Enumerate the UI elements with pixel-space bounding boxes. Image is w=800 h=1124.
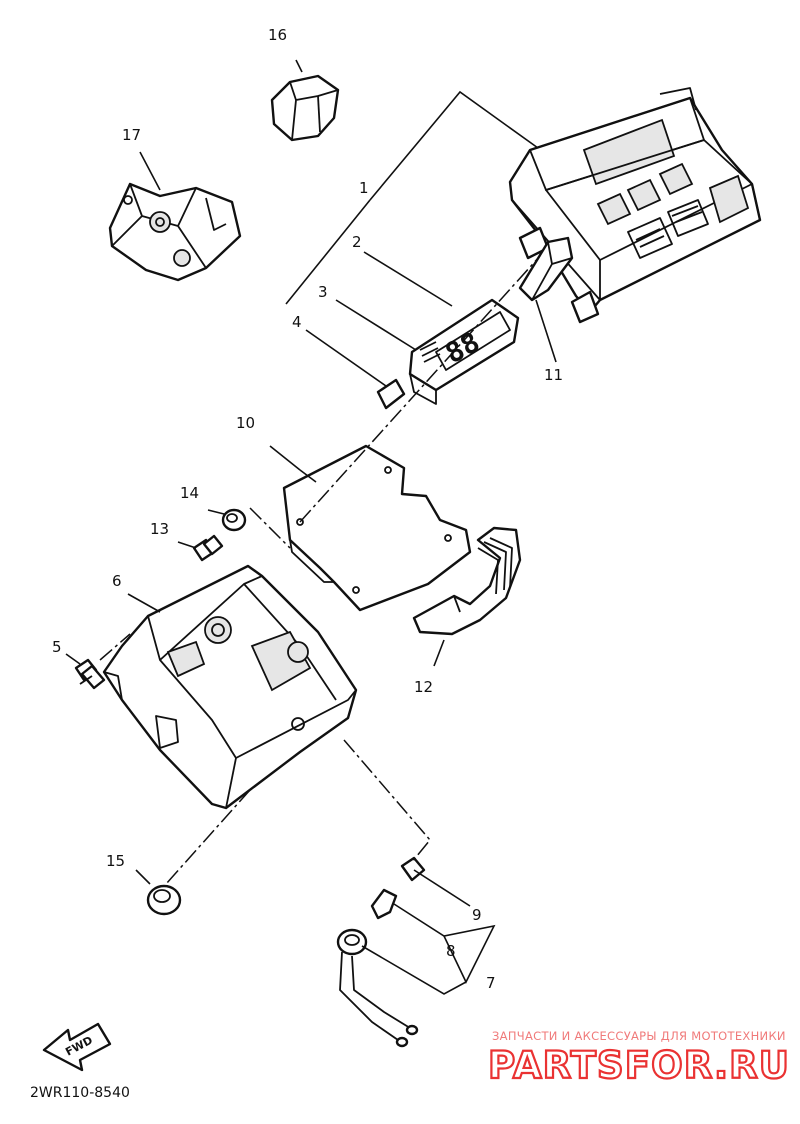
part-15-grommet: [146, 884, 182, 916]
part-11-holder: [518, 236, 574, 302]
callout-1: 1: [359, 179, 369, 197]
callout-7: 7: [486, 974, 496, 992]
callout-5: 5: [52, 638, 62, 656]
callout-12: 12: [414, 678, 433, 696]
callout-14: 14: [180, 484, 199, 502]
assembly-chain-lines: [99, 255, 541, 885]
part-9-cap: [400, 856, 426, 882]
part-13-screw: [192, 534, 224, 562]
callout-3: 3: [318, 283, 328, 301]
callout-15: 15: [106, 852, 125, 870]
callout-labels: 1 2 3 4 5 6 7 8 9 10 11 12 13 14 15 16 1…: [52, 26, 563, 992]
callout-2: 2: [352, 233, 362, 251]
callout-11: 11: [544, 366, 563, 384]
drawing-number: 2WR110-8540: [30, 1085, 130, 1101]
part-7-socket-wire: [336, 928, 419, 1048]
callout-9: 9: [472, 906, 482, 924]
leader-lines: [65, 59, 557, 995]
callout-8: 8: [446, 942, 456, 960]
watermark-site: PARTSFOR.RU: [488, 1044, 790, 1087]
part-6-meter-case: [102, 564, 358, 810]
part-17-bracket: [108, 182, 242, 282]
part-16-cap: [270, 74, 340, 142]
part-5-screw: [74, 658, 106, 690]
part-14-grommet: [221, 508, 247, 532]
callout-16: 16: [268, 26, 287, 44]
callout-17: 17: [122, 126, 141, 144]
part-12-ribbon-cable: [412, 526, 522, 636]
fwd-arrow: FWD: [42, 1022, 112, 1072]
callout-4: 4: [292, 313, 302, 331]
watermark-tagline: ЗАПЧАСТИ И АКСЕССУАРЫ ДЛЯ МОТОТЕХНИКИ: [492, 1029, 786, 1043]
callout-6: 6: [112, 572, 122, 590]
part-2-lcd-module: 88: [376, 298, 520, 410]
watermark: ЗАПЧАСТИ И АКСЕССУАРЫ ДЛЯ МОТОТЕХНИКИ PA…: [487, 1029, 790, 1088]
part-10-circuit-board: [282, 444, 472, 612]
part-8-bulb: [370, 888, 398, 920]
callout-10: 10: [236, 414, 255, 432]
callout-13: 13: [150, 520, 169, 538]
